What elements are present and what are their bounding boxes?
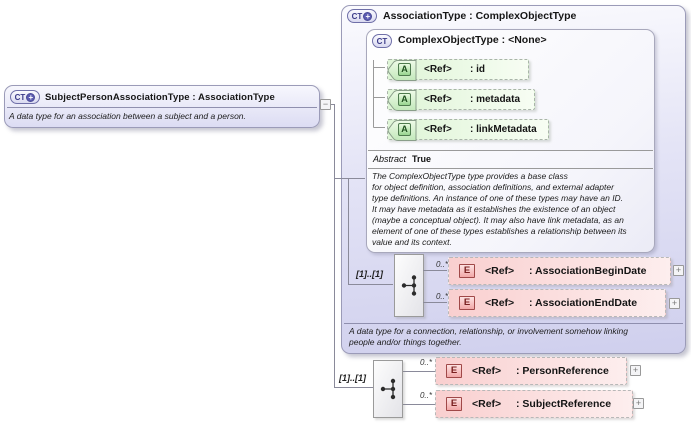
element-icon: E <box>459 264 475 278</box>
element-name: : AssociationEndDate <box>529 297 638 309</box>
divider <box>7 107 317 108</box>
abstract-value: True <box>412 154 432 164</box>
complex-object-type-title: ComplexObjectType : <None> <box>398 34 547 46</box>
derived-plus-icon: + <box>26 92 36 102</box>
element-ref: <Ref> <box>485 265 515 277</box>
divider <box>368 168 653 169</box>
element-subject-reference[interactable]: E <Ref> : SubjectReference <box>435 390 633 418</box>
attribute-metadata[interactable]: A <Ref> : metadata <box>387 89 535 111</box>
element-ref: <Ref> <box>472 365 502 377</box>
complex-object-type-box: CT ComplexObjectType : <None> A <Ref> : … <box>366 29 655 253</box>
element-ref: <Ref> <box>472 398 502 410</box>
attribute-ref: <Ref> <box>424 124 452 135</box>
element-cardinality: 0..* <box>419 391 432 400</box>
attribute-name: : id <box>470 64 485 75</box>
attribute-id[interactable]: A <Ref> : id <box>387 59 529 81</box>
sequence-compositor-icon <box>380 378 396 400</box>
element-ref: <Ref> <box>485 297 515 309</box>
attribute-icon: A <box>398 63 411 76</box>
divider <box>368 150 653 151</box>
association-type-title: AssociationType : ComplexObjectType <box>383 10 577 22</box>
element-cardinality: 0..* <box>435 292 448 301</box>
sequence-occurrence: [1]..[1] <box>339 373 366 383</box>
attribute-ref: <Ref> <box>424 94 452 105</box>
complex-type-icon: CT <box>372 34 392 48</box>
element-person-reference[interactable]: E <Ref> : PersonReference <box>435 357 627 385</box>
element-association-end-date[interactable]: E <Ref> : AssociationEndDate <box>448 289 666 317</box>
complex-type-plus-icon: CT + <box>347 9 377 23</box>
element-association-begin-date[interactable]: E <Ref> : AssociationBeginDate <box>448 257 671 285</box>
expand-icon[interactable]: + <box>673 265 684 276</box>
subject-person-association-type-title: SubjectPersonAssociationType : Associati… <box>45 92 275 103</box>
element-cardinality: 0..* <box>435 260 448 269</box>
association-type-box: CT + AssociationType : ComplexObjectType… <box>341 5 686 354</box>
attribute-name: : linkMetadata <box>470 124 537 135</box>
sequence-compositor-icon <box>401 275 417 296</box>
sequence-compositor[interactable] <box>394 254 424 317</box>
element-cardinality: 0..* <box>419 358 432 367</box>
subject-person-association-type-annotation: A data type for an association between a… <box>9 111 246 121</box>
element-icon: E <box>459 296 475 310</box>
element-name: : SubjectReference <box>516 398 612 410</box>
element-icon: E <box>446 364 462 378</box>
complex-object-type-description: The ComplexObjectType type provides a ba… <box>372 171 627 247</box>
ct-pill-label: CT <box>14 92 26 102</box>
attribute-link-metadata[interactable]: A <Ref> : linkMetadata <box>387 119 549 141</box>
association-type-annotation: A data type for a connection, relationsh… <box>349 326 628 347</box>
attribute-icon: A <box>398 93 411 106</box>
subject-person-association-type-box[interactable]: CT + SubjectPersonAssociationType : Asso… <box>4 85 320 128</box>
divider <box>344 323 683 324</box>
element-name: : AssociationBeginDate <box>529 265 647 277</box>
attribute-icon: A <box>398 123 411 136</box>
sequence-compositor[interactable] <box>373 360 403 418</box>
expand-icon[interactable]: + <box>630 365 641 376</box>
complex-type-plus-icon: CT + <box>10 90 40 104</box>
element-icon: E <box>446 397 462 411</box>
ct-pill-label: CT <box>376 36 388 46</box>
attribute-name: : metadata <box>470 94 521 105</box>
ct-pill-label: CT <box>351 11 363 21</box>
abstract-label: Abstract <box>373 154 407 164</box>
sequence-occurrence: [1]..[1] <box>356 269 383 279</box>
attribute-ref: <Ref> <box>424 64 452 75</box>
expand-icon[interactable]: + <box>633 398 644 409</box>
collapse-icon[interactable]: − <box>320 99 331 110</box>
element-name: : PersonReference <box>516 365 609 377</box>
derived-plus-icon: + <box>363 11 373 21</box>
expand-icon[interactable]: + <box>669 298 680 309</box>
